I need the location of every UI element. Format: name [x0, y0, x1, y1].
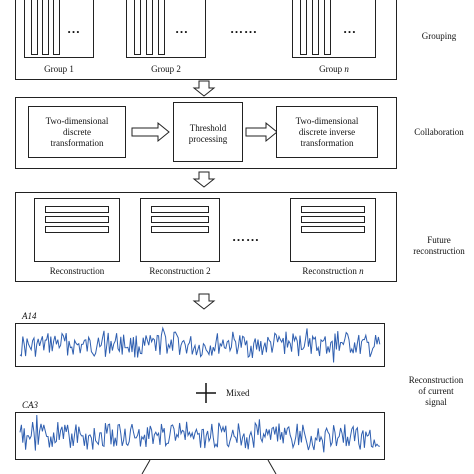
signal-a14-label: A14 [22, 311, 37, 321]
reconstruction-1-bar [45, 206, 109, 213]
current-signal-side-label-1: Reconstruction [408, 375, 464, 385]
inverse-label-1: Two-dimensional [295, 116, 359, 126]
reconstruction-2-label: Reconstruction 2 [149, 266, 211, 276]
group-2-block: … [126, 0, 206, 58]
reconstruction-n-bar [301, 216, 365, 223]
down-arrow-icon [192, 171, 216, 188]
reconstruction-1-label: Reconstruction [49, 266, 105, 276]
signal-ca3-panel [15, 412, 385, 460]
inverse-transform-box [276, 106, 378, 158]
reconstruction-n-bar [301, 226, 365, 233]
signal-ca3-waveform [19, 414, 380, 453]
group-n-ellipsis: … [343, 21, 357, 36]
group-n-bar [312, 0, 319, 55]
reconstruction-2-bar [151, 226, 209, 233]
reconstruction-1-bar [45, 216, 109, 223]
plus-icon [196, 383, 216, 403]
group-1-bar [53, 0, 60, 55]
group-2-label: Group 2 [151, 64, 181, 74]
reconstruction-2-bar [151, 206, 209, 213]
signal-a14-waveform [19, 326, 381, 363]
right-arrow-icon [131, 121, 170, 143]
current-signal-side-label-3: signal [425, 397, 447, 407]
inverse-label-2: discrete inverse [298, 127, 356, 137]
right-arrow-icon [245, 121, 278, 143]
group-1-block: … [24, 0, 94, 58]
group-1-ellipsis: … [67, 21, 81, 36]
reconstruction-1-bar [45, 226, 109, 233]
threshold-box [173, 102, 243, 162]
reconstruction-ellipsis: …… [232, 229, 260, 244]
mixed-label: Mixed [226, 388, 250, 398]
transform-label-2: discrete [63, 127, 91, 137]
reconstruction-2-block [140, 198, 220, 262]
reconstruction-2-bar [151, 216, 209, 223]
group-2-ellipsis: … [175, 21, 189, 36]
group-2-bar [146, 0, 153, 55]
future-side-label-1: Future [427, 235, 451, 245]
signal-a14-panel [15, 323, 385, 367]
reconstruction-n-label: Reconstruction n [302, 266, 364, 276]
group-1-bar [42, 0, 49, 55]
signal-ca3-line [19, 414, 380, 453]
down-arrow-icon [192, 293, 216, 310]
group-2-bar [158, 0, 165, 55]
group-n-bar [324, 0, 331, 55]
collaboration-side-label: Collaboration [414, 127, 464, 137]
group-1-bar [31, 0, 38, 55]
transform-label-3: transformation [50, 138, 104, 148]
group-1-label: Group 1 [44, 64, 74, 74]
future-side-label-2: reconstruction [413, 246, 465, 256]
threshold-label-1: Threshold [189, 123, 227, 133]
group-n-label: Group n [319, 64, 349, 74]
signal-ca3-label: CA3 [22, 400, 39, 410]
converging-lines [141, 459, 277, 474]
group-n-block: … [292, 0, 376, 58]
threshold-label-2: processing [188, 134, 228, 144]
reconstruction-n-bar [301, 206, 365, 213]
inverse-label-3: transformation [300, 138, 354, 148]
down-arrow-icon [192, 80, 216, 97]
transform-label-1: Two-dimensional [45, 116, 109, 126]
transform-box [28, 106, 126, 158]
signal-a14-line [19, 326, 381, 363]
reconstruction-n-block [290, 198, 376, 262]
group-n-bar [300, 0, 307, 55]
reconstruction-1-block [34, 198, 120, 262]
grouping-ellipsis: …… [230, 21, 258, 36]
grouping-side-label: Grouping [421, 31, 457, 41]
group-2-bar [134, 0, 141, 55]
current-signal-side-label-2: of current [418, 386, 454, 396]
grouping-panel [15, 0, 397, 80]
